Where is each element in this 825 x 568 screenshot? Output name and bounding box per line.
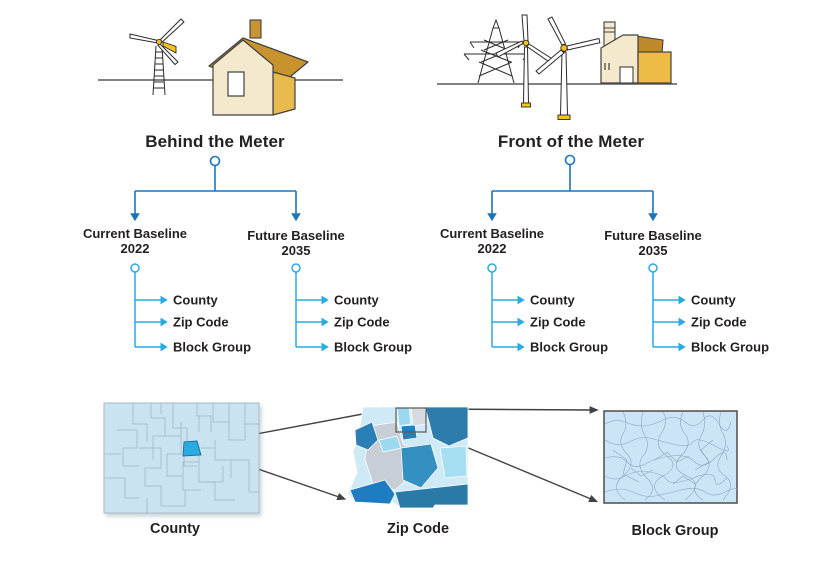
zipcode-map — [347, 406, 469, 509]
zipcode-regions — [347, 406, 469, 509]
wind-turbine-icon — [495, 14, 555, 108]
leaf-county: County — [530, 292, 575, 308]
blockgroup-boundaries — [604, 411, 738, 501]
leaf-zipcode: Zip Code — [334, 314, 390, 330]
front-meter-illustration — [437, 14, 677, 120]
front-meter-title: Front of the Meter — [497, 132, 645, 151]
blockgroup-map — [603, 410, 738, 504]
future-baseline-branch-connector — [291, 263, 329, 352]
county-boundaries — [104, 403, 259, 514]
wind-turbine-icon — [535, 16, 601, 120]
branch-year: 2035 — [638, 243, 668, 258]
blockgroup-map-label: Block Group — [631, 523, 719, 539]
branch-name: Current Baseline — [82, 226, 188, 241]
branch-future-baseline: Future Baseline 2035 — [231, 228, 361, 258]
zipcode-map-label: Zip Code — [386, 521, 450, 537]
wind-turbine-icon — [129, 18, 185, 96]
branch-current-baseline: Current Baseline 2022 — [70, 226, 200, 256]
zipcode-inset-box — [395, 407, 427, 433]
front-meter-tree-connector — [487, 154, 658, 222]
branch-name: Future Baseline — [604, 228, 702, 243]
branch-year: 2022 — [477, 241, 507, 256]
branch-year: 2022 — [120, 241, 150, 256]
branch-name: Current Baseline — [439, 226, 545, 241]
leaf-blockgroup: Block Group — [691, 339, 770, 355]
leaf-county: County — [691, 292, 736, 308]
county-map — [103, 402, 260, 514]
leaf-blockgroup: Block Group — [530, 339, 609, 355]
branch-future-baseline: Future Baseline 2035 — [588, 228, 718, 258]
county-map-label: County — [150, 521, 200, 537]
behind-meter-title: Behind the Meter — [145, 132, 285, 151]
current-baseline-branch-connector — [130, 263, 168, 352]
future-baseline-branch-connector — [648, 263, 686, 352]
leaf-zipcode: Zip Code — [691, 314, 747, 330]
behind-meter-illustration — [98, 18, 343, 116]
leaf-county: County — [334, 292, 379, 308]
transmission-tower-icon — [463, 18, 529, 84]
leaf-blockgroup: Block Group — [334, 339, 413, 355]
leaf-blockgroup: Block Group — [173, 339, 252, 355]
branch-year: 2035 — [281, 243, 311, 258]
leaf-zipcode: Zip Code — [173, 314, 229, 330]
branch-name: Future Baseline — [247, 228, 345, 243]
current-baseline-branch-connector — [487, 263, 525, 352]
highlighted-county — [182, 440, 202, 457]
factory-icon — [600, 21, 672, 84]
behind-meter-tree-connector — [130, 155, 301, 222]
house-icon — [208, 19, 309, 116]
branch-current-baseline: Current Baseline 2022 — [427, 226, 557, 256]
leaf-county: County — [173, 292, 218, 308]
leaf-zipcode: Zip Code — [530, 314, 586, 330]
